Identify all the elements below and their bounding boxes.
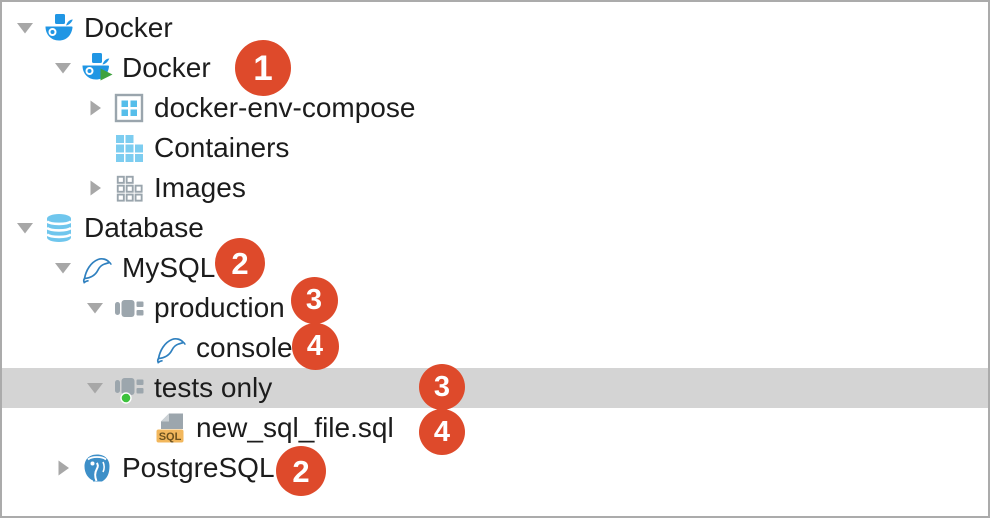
disclosure-triangle-down-icon: [17, 23, 33, 34]
tree-row-console[interactable]: console: [2, 328, 988, 368]
tree-row-docker[interactable]: Docker: [2, 8, 988, 48]
tree-row-images[interactable]: Images: [2, 168, 988, 208]
tree-row-tests-only[interactable]: tests only: [2, 368, 988, 408]
disclosure-triangle-right-icon: [90, 100, 101, 116]
tree-row-docker[interactable]: Docker: [2, 48, 988, 88]
disclosure-triangle-right-icon: [58, 460, 69, 476]
disclosure-triangle-down-icon: [17, 223, 33, 234]
postgresql-icon: [80, 451, 114, 485]
disclosure-triangle-down-icon: [55, 63, 71, 74]
sql-file-icon: SQL: [154, 411, 188, 445]
tree-item-label: new_sql_file.sql: [196, 412, 394, 443]
disclosure-triangle-down-icon: [55, 263, 71, 274]
containers-icon: [112, 131, 146, 165]
disclosure-triangle[interactable]: [46, 251, 80, 285]
disclosure-triangle[interactable]: [8, 11, 42, 45]
tree-row-postgresql[interactable]: PostgreSQL: [2, 448, 988, 488]
disclosure-spacer: [78, 131, 112, 165]
tree-row-production[interactable]: production: [2, 288, 988, 328]
tree-item-label: Docker: [84, 12, 173, 43]
tree-item-label: Images: [154, 172, 246, 203]
tree-item-label: Containers: [154, 132, 290, 163]
disclosure-spacer: [120, 411, 154, 445]
docker-run-icon: [80, 51, 114, 85]
tree-row-new-sql-file-sql[interactable]: SQL new_sql_file.sql: [2, 408, 988, 448]
disclosure-triangle-right-icon: [90, 180, 101, 196]
tree-item-label: console: [196, 332, 293, 363]
datasource-active-icon: [112, 371, 146, 405]
disclosure-triangle-down-icon: [87, 383, 103, 394]
sql-file-label: SQL: [159, 431, 182, 443]
tree-row-docker-env-compose[interactable]: docker-env-compose: [2, 88, 988, 128]
disclosure-triangle[interactable]: [46, 451, 80, 485]
disclosure-triangle[interactable]: [78, 171, 112, 205]
tree-row-mysql[interactable]: MySQL: [2, 248, 988, 288]
disclosure-triangle[interactable]: [8, 211, 42, 245]
images-icon: [112, 171, 146, 205]
disclosure-triangle[interactable]: [78, 291, 112, 325]
docker-icon: [42, 11, 76, 45]
compose-icon: [112, 91, 146, 125]
datasource-icon: [112, 291, 146, 325]
tree-item-label: Docker: [122, 52, 211, 83]
disclosure-triangle[interactable]: [78, 91, 112, 125]
tree-item-label: production: [154, 292, 285, 323]
tree-item-label: tests only: [154, 372, 273, 403]
tree-row-database[interactable]: Database: [2, 208, 988, 248]
disclosure-spacer: [120, 331, 154, 365]
tree-item-label: PostgreSQL: [122, 452, 275, 483]
tree-item-label: docker-env-compose: [154, 92, 416, 123]
tree-row-containers[interactable]: Containers: [2, 128, 988, 168]
tree-item-label: MySQL: [122, 252, 216, 283]
mysql-icon: [154, 331, 188, 365]
mysql-icon: [80, 251, 114, 285]
database-icon: [42, 211, 76, 245]
disclosure-triangle[interactable]: [46, 51, 80, 85]
tree-item-label: Database: [84, 212, 204, 243]
disclosure-triangle-down-icon: [87, 303, 103, 314]
disclosure-triangle[interactable]: [78, 371, 112, 405]
